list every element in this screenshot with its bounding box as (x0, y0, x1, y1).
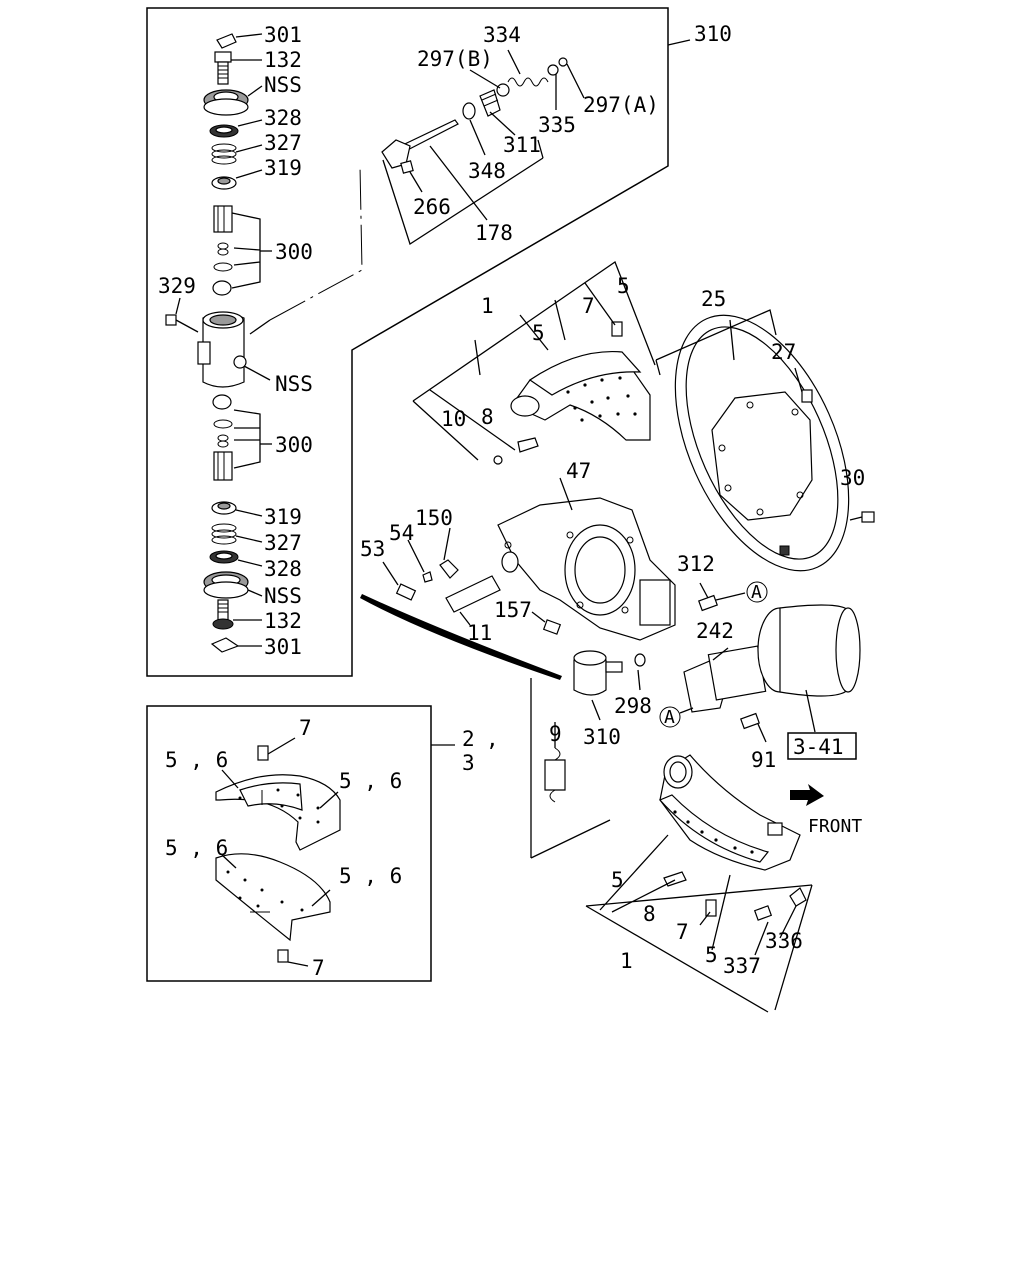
label-56-a: 5 , 6 (165, 748, 228, 772)
label-53: 53 (360, 537, 385, 561)
label-5-upper-right: 5 (617, 274, 630, 298)
label-310-lower: 310 (583, 725, 621, 749)
backing-plate (655, 309, 875, 572)
label-1-lower: 1 (620, 949, 633, 973)
label-2: 2 (462, 727, 475, 751)
label-336: 336 (765, 929, 803, 953)
label-242: 242 (696, 619, 734, 643)
label-3: 3 (462, 751, 475, 775)
label-5-lower: 5 (705, 943, 718, 967)
label-319-bottom: 319 (264, 505, 302, 529)
label-348: 348 (468, 159, 506, 183)
label-319-top: 319 (264, 156, 302, 180)
label-298: 298 (614, 694, 652, 718)
lower-brake-shoe (585, 754, 813, 1013)
brake-spider (497, 477, 676, 641)
label-47: 47 (566, 459, 591, 483)
label-9: 9 (549, 722, 562, 746)
front-label: FRONT (808, 816, 862, 837)
label-91: 91 (751, 748, 776, 772)
label-266: 266 (413, 195, 451, 219)
label-8-lower: 8 (643, 902, 656, 926)
label-10: 10 (441, 407, 466, 431)
label-nss-top: NSS (264, 73, 302, 97)
label-300-top: 300 (275, 240, 313, 264)
label-157: 157 (494, 598, 532, 622)
label-178: 178 (475, 221, 513, 245)
wheel-cylinder-stack (165, 33, 363, 653)
label-27: 27 (771, 340, 796, 364)
label-334: 334 (483, 23, 521, 47)
label-311: 311 (503, 133, 541, 157)
label-nss-mid: NSS (275, 372, 313, 396)
label-335: 335 (538, 113, 576, 137)
front-arrow-icon (790, 784, 824, 806)
callout-labels: 301 132 NSS 328 327 319 300 329 NSS 300 … (158, 22, 865, 980)
label-56-b: 5 , 6 (339, 769, 402, 793)
label-a-circle-2: A (664, 707, 675, 728)
label-comma: , (486, 727, 499, 751)
label-54: 54 (389, 521, 414, 545)
label-301-bottom: 301 (264, 635, 302, 659)
label-5-upper: 5 (532, 321, 545, 345)
upper-brake-shoe (412, 260, 656, 465)
shoe-kit-illustration (215, 737, 341, 967)
label-297b: 297(B) (417, 47, 493, 71)
label-329: 329 (158, 274, 196, 298)
label-300-bottom: 300 (275, 433, 313, 457)
label-7-upper: 7 (582, 294, 595, 318)
label-25: 25 (701, 287, 726, 311)
label-nss-bottom: NSS (264, 584, 302, 608)
label-328-top: 328 (264, 106, 302, 130)
label-7-kit-top: 7 (299, 716, 312, 740)
label-1-upper: 1 (481, 294, 494, 318)
label-8-upper: 8 (481, 405, 494, 429)
label-312: 312 (677, 552, 715, 576)
label-337: 337 (723, 954, 761, 978)
label-7-kit-bottom: 7 (312, 956, 325, 980)
label-56-d: 5 , 6 (339, 864, 402, 888)
label-301-top: 301 (264, 23, 302, 47)
label-56-c: 5 , 6 (165, 836, 228, 860)
label-132-top: 132 (264, 48, 302, 72)
label-327-top: 327 (264, 131, 302, 155)
label-11: 11 (467, 621, 492, 645)
adjuster-assembly (381, 49, 585, 246)
brake-shoe-kit-frame (146, 705, 432, 982)
label-328-bottom: 328 (264, 557, 302, 581)
label-30: 30 (840, 466, 865, 490)
label-7-lower: 7 (676, 920, 689, 944)
label-310-top: 310 (694, 22, 732, 46)
label-327-bottom: 327 (264, 531, 302, 555)
label-5-lower-left: 5 (611, 868, 624, 892)
spider-fasteners (382, 527, 768, 803)
label-a-circle-1: A (751, 582, 762, 603)
label-150: 150 (415, 506, 453, 530)
reference-3-41: 3-41 (793, 735, 844, 759)
pointer-wedge (360, 594, 562, 680)
label-297a: 297(A) (583, 93, 659, 117)
wheel-cylinder-frame (146, 7, 669, 677)
label-132-bottom: 132 (264, 609, 302, 633)
brake-chamber (659, 604, 861, 760)
